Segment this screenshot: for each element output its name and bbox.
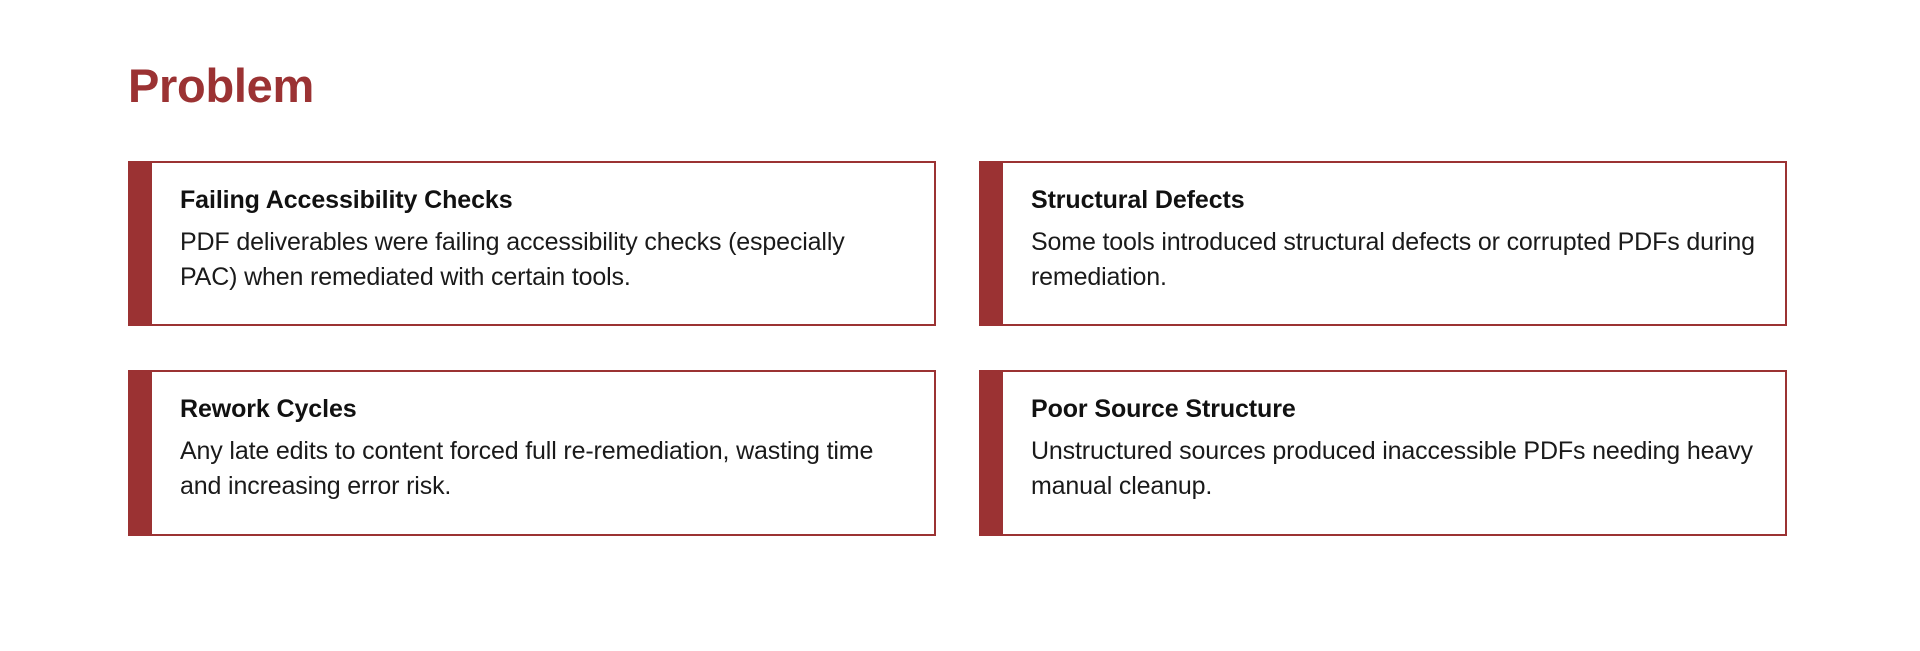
card-body: Structural Defects Some tools introduced… [1003,163,1785,324]
card-description: Unstructured sources produced inaccessib… [1031,437,1753,500]
problem-card-failing-accessibility-checks: Failing Accessibility Checks PDF deliver… [128,161,936,326]
card-heading: Structural Defects [1031,186,1245,214]
card-heading: Failing Accessibility Checks [180,186,513,214]
card-body: Poor Source Structure Unstructured sourc… [1003,372,1785,534]
card-heading: Poor Source Structure [1031,395,1296,423]
card-accent-bar [130,163,152,324]
problem-card-rework-cycles: Rework Cycles Any late edits to content … [128,370,936,536]
card-body: Failing Accessibility Checks PDF deliver… [152,163,934,324]
card-heading: Rework Cycles [180,395,357,423]
problem-card-grid: Failing Accessibility Checks PDF deliver… [128,161,1787,536]
page-title: Problem [128,59,314,112]
card-accent-bar [981,372,1003,534]
card-accent-bar [130,372,152,534]
problem-card-structural-defects: Structural Defects Some tools introduced… [979,161,1787,326]
card-body: Rework Cycles Any late edits to content … [152,372,934,534]
card-description: PDF deliverables were failing accessibil… [180,228,845,291]
card-description: Some tools introduced structural defects… [1031,228,1755,291]
card-description: Any late edits to content forced full re… [180,437,874,500]
problem-card-poor-source-structure: Poor Source Structure Unstructured sourc… [979,370,1787,536]
card-accent-bar [981,163,1003,324]
